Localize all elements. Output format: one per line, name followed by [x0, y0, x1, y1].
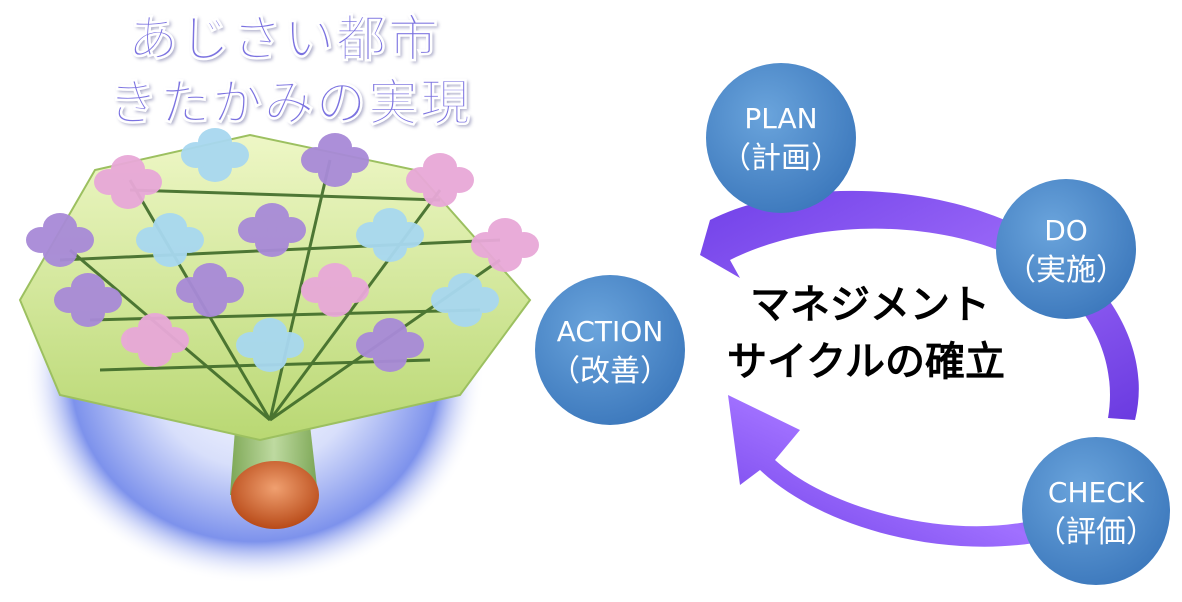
management-cycle: PLAN （計画） DO （実施） CHECK （評価） ACTION （改善）: [535, 63, 1170, 585]
title-line-1: あじさい都市: [128, 10, 440, 68]
check-sub-label: （評価）: [1036, 515, 1156, 550]
do-label: DO: [1044, 214, 1088, 247]
plan-label: PLAN: [744, 102, 817, 135]
do-circle: [996, 179, 1136, 319]
pot: [231, 461, 319, 529]
arrow-bottom: [728, 395, 1050, 547]
action-circle: [535, 275, 685, 425]
do-sub-label: （実施）: [1006, 253, 1126, 288]
check-label: CHECK: [1048, 476, 1145, 509]
plan-sub-label: （計画）: [721, 141, 841, 176]
title-line-2: きたかみの実現: [108, 74, 472, 132]
cycle-center-label-line-2: サイクルの確立: [727, 339, 1005, 385]
plan-circle: [706, 63, 856, 213]
hydrangea-umbrella-illustration: [18, 128, 539, 584]
cycle-center-label-line-1: マネジメント: [750, 282, 990, 328]
check-circle: [1022, 437, 1170, 585]
action-label: ACTION: [557, 315, 664, 348]
action-sub-label: （改善）: [550, 354, 670, 389]
